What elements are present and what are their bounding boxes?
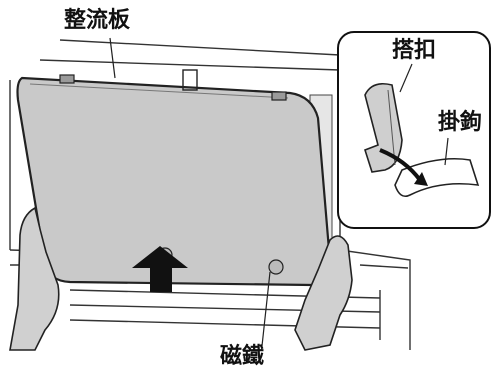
right-hand (294, 235, 353, 351)
lift-arrow (132, 246, 188, 292)
magnet-right (268, 259, 284, 275)
bracket (182, 69, 198, 91)
label-clasp: 搭扣 (392, 38, 437, 63)
baffle-plate (16, 76, 332, 287)
leader-lines (109, 37, 449, 347)
left-hand (9, 206, 60, 351)
clasp-callout-panel (337, 31, 491, 229)
label-magnet: 磁鐵 (220, 344, 265, 369)
label-hook: 掛鉤 (438, 110, 483, 135)
label-baffle-plate: 整流板 (64, 8, 131, 33)
clasp-marks (59, 74, 287, 101)
